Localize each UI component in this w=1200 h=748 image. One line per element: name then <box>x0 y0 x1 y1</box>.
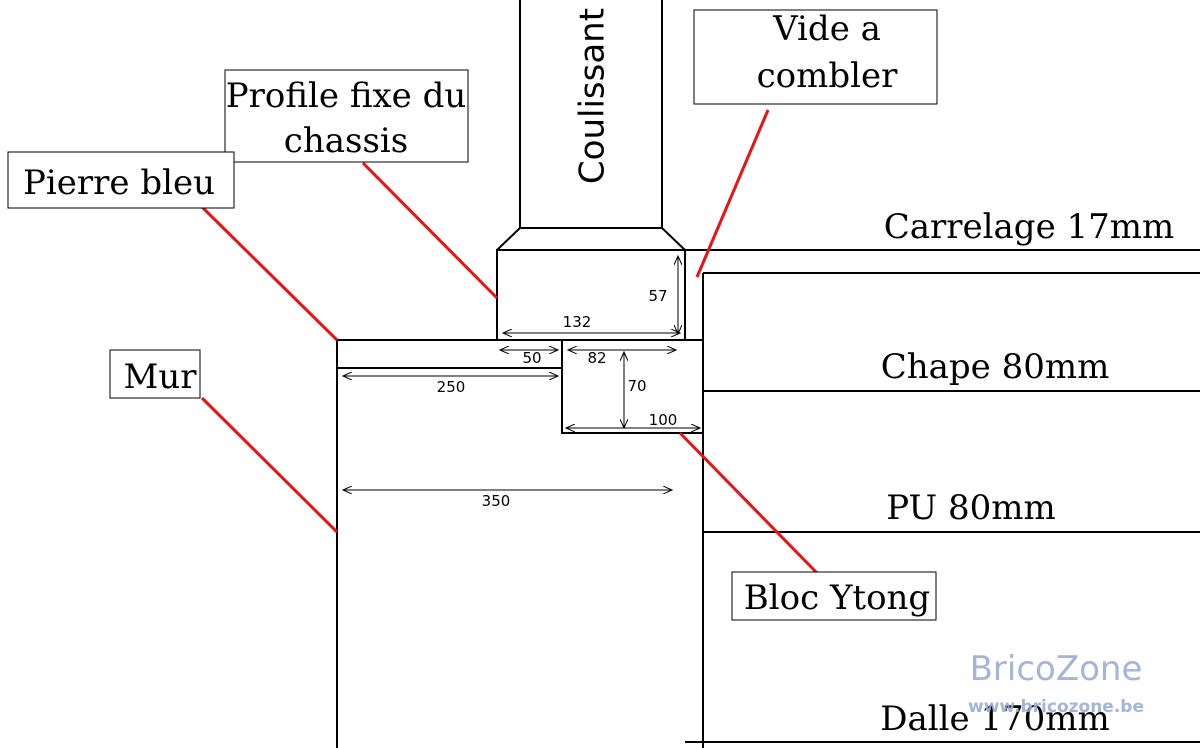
dim-50-text: 50 <box>522 349 541 367</box>
leader-lines <box>200 109 819 575</box>
leader-mur <box>200 396 339 534</box>
pierre-bleu-label: Pierre bleu <box>23 163 215 203</box>
leader-vide <box>695 109 770 278</box>
coulissant-label: Coulissant <box>573 8 613 184</box>
profile-fixe-box <box>224 69 469 163</box>
dim-100-text: 100 <box>649 411 678 429</box>
leader-bloc-ytong <box>678 431 819 575</box>
dim-132-text: 132 <box>563 313 592 331</box>
profile-fixe-label-2: chassis <box>284 121 408 161</box>
pierre-bleu-box <box>7 151 235 209</box>
wall-and-stone <box>336 339 703 748</box>
dalle-label: Dalle 170mm <box>880 699 1110 739</box>
watermark-url: www.bricozone.be <box>968 697 1144 717</box>
bloc-ytong-shape <box>561 339 704 434</box>
watermark-brand: BricoZone <box>970 649 1143 689</box>
mur-box <box>109 349 201 399</box>
chape-label: Chape 80mm <box>881 347 1110 387</box>
dim-82-text: 82 <box>587 349 606 367</box>
mur-label: Mur <box>124 357 198 397</box>
dim-250-text: 250 <box>437 378 466 396</box>
dimension-lines <box>343 256 700 490</box>
pu-label: PU 80mm <box>886 488 1056 528</box>
dim-57-text: 57 <box>648 287 667 305</box>
leader-pierre-bleu <box>200 205 339 342</box>
vide-label-2: combler <box>757 56 899 96</box>
coulissant-profile <box>496 0 686 251</box>
vide-label-1: Vide a <box>772 9 881 49</box>
vide-box <box>693 9 938 105</box>
carrelage-label: Carrelage 17mm <box>884 207 1175 247</box>
dim-70-text: 70 <box>627 377 646 395</box>
bricozone-watermark: BricoZone www.bricozone.be <box>968 649 1144 717</box>
bloc-ytong-box <box>731 571 937 621</box>
bloc-ytong-label: Bloc Ytong <box>744 578 930 618</box>
leader-profile-fixe <box>361 161 499 300</box>
dim-350-text: 350 <box>482 492 511 510</box>
profile-fixe-label-1: Profile fixe du <box>226 76 467 116</box>
